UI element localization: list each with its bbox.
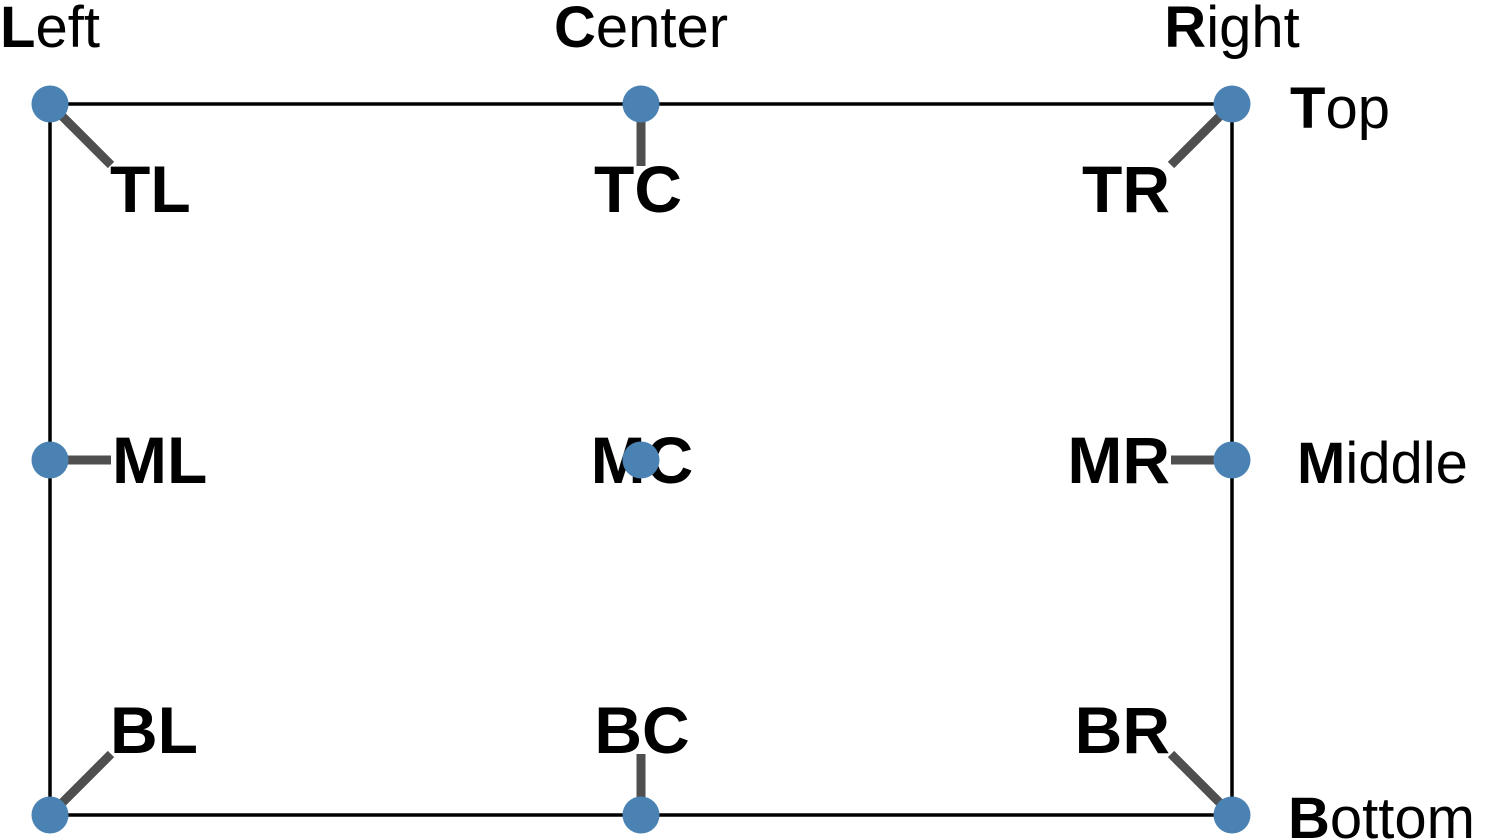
point-label-tl: TL (110, 152, 191, 226)
anchor-dot-ml (31, 441, 69, 479)
edge-label-right: Right (1164, 0, 1299, 60)
edge-label-center: Center (554, 0, 728, 60)
edge-label-middle-rest: iddle (1345, 431, 1468, 496)
point-label-tc: TC (594, 152, 682, 226)
edge-label-middle-initial: M (1297, 431, 1345, 496)
edge-label-center-rest: enter (596, 0, 728, 60)
anchor-dot-br (1213, 796, 1251, 834)
anchor-dot-tr (1213, 85, 1251, 123)
edge-label-left-initial: L (0, 0, 35, 60)
edge-label-left: Left (0, 0, 100, 60)
edge-label-bottom-initial: B (1288, 786, 1330, 839)
edge-label-right-initial: R (1164, 0, 1206, 60)
anchor-dot-mc (622, 441, 660, 479)
edge-label-bottom: Bottom (1288, 786, 1475, 839)
anchor-dot-tc (622, 85, 660, 123)
anchor-dot-tl (31, 85, 69, 123)
point-label-tr: TR (1082, 152, 1170, 226)
edge-label-top-initial: T (1290, 76, 1325, 141)
point-label-br: BR (1075, 693, 1170, 767)
anchor-dot-mr (1213, 441, 1251, 479)
anchor-dots-group (31, 85, 1251, 834)
edge-label-top: Top (1290, 76, 1390, 141)
point-label-bc: BC (594, 693, 689, 767)
point-label-ml: ML (112, 423, 207, 497)
edge-label-center-initial: C (554, 0, 596, 60)
edge-label-right-rest: ight (1206, 0, 1300, 60)
point-label-mr: MR (1067, 423, 1170, 497)
anchor-dot-bc (622, 796, 660, 834)
edge-label-bottom-rest: ottom (1330, 786, 1475, 839)
point-label-bl: BL (110, 693, 198, 767)
anchor-dot-bl (31, 796, 69, 834)
edge-label-top-rest: op (1325, 76, 1390, 141)
edge-label-left-rest: eft (35, 0, 100, 60)
edge-label-middle: Middle (1297, 431, 1468, 496)
